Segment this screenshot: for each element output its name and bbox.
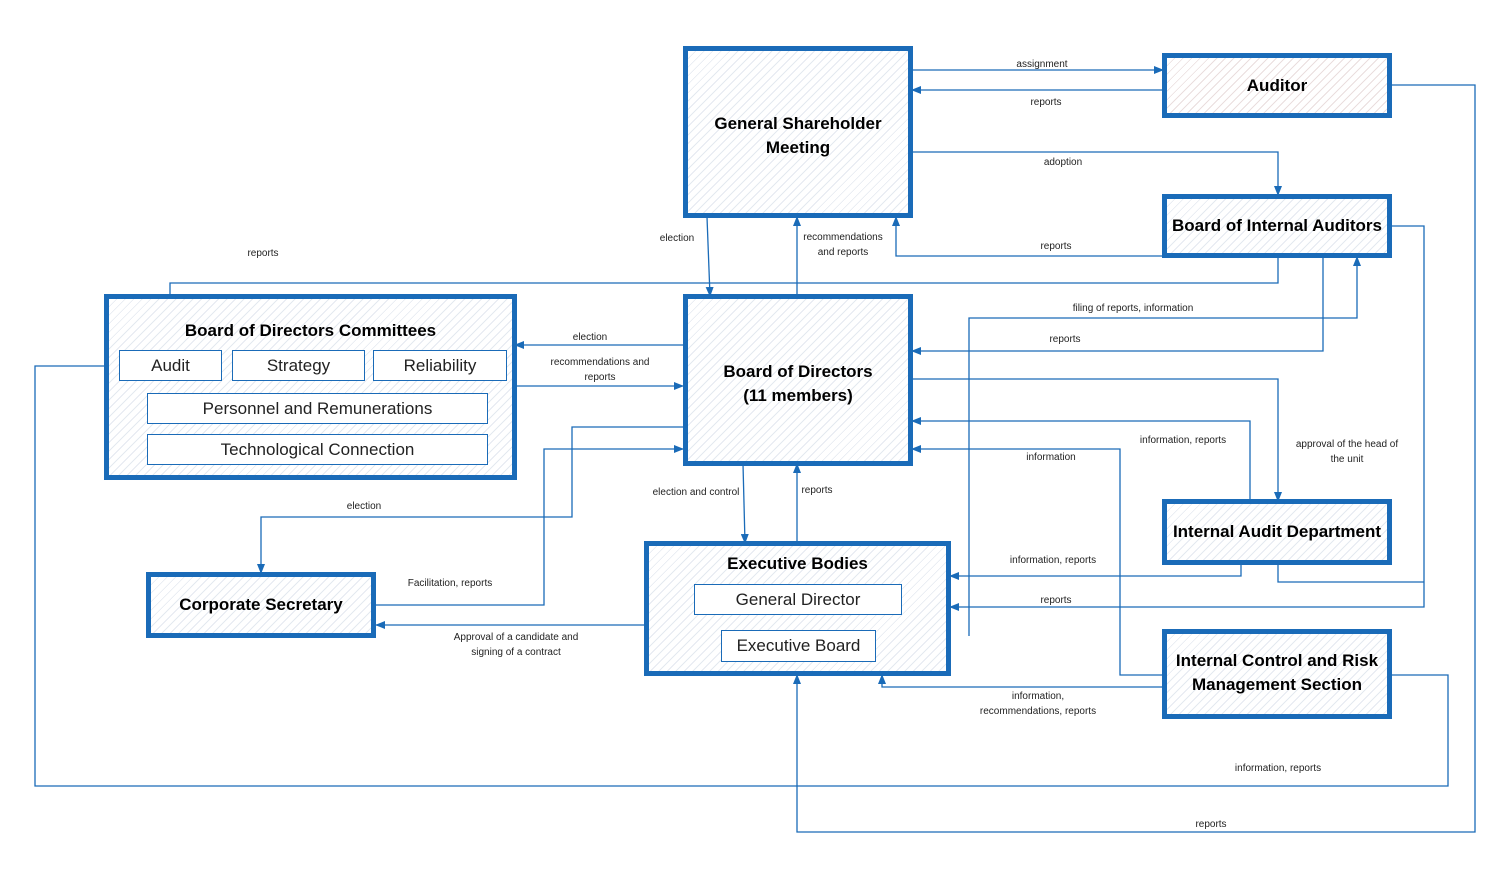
label-icrm-exec: information, recommendations, reports xyxy=(979,691,1097,717)
edge-loop-reports xyxy=(793,84,1476,833)
edge-iad-exec xyxy=(949,564,1242,580)
internal-control-risk-box: Internal Control and Risk Management Sec… xyxy=(1162,629,1392,719)
edge-gsm-election xyxy=(705,216,714,297)
executive-bodies-title: Executive Bodies xyxy=(727,554,868,573)
edge-bia-exec xyxy=(949,225,1425,611)
board-of-internal-auditors-title: Board of Internal Auditors xyxy=(1172,216,1382,235)
edge-adoption xyxy=(912,151,1282,196)
general-shareholder-meeting-title: General Shareholder Meeting xyxy=(714,114,882,157)
edge-facilitation xyxy=(376,445,684,606)
edge-loop-info xyxy=(34,362,1449,787)
committee-strategy: Strategy xyxy=(232,350,365,381)
label-auditor-reports: reports xyxy=(1030,97,1062,108)
committee-personnel: Personnel and Remunerations xyxy=(147,393,488,424)
label-election-control: election and control xyxy=(652,487,740,498)
label-gsm-election: election xyxy=(659,233,695,244)
label-facilitation: Facilitation, reports xyxy=(407,578,493,589)
edge-information xyxy=(911,445,1163,676)
general-shareholder-meeting-box: General Shareholder Meeting xyxy=(683,46,913,218)
label-recommendations: recommendations and reports xyxy=(803,232,883,258)
label-information: information xyxy=(1026,452,1076,463)
label-iad-exec-info: information, reports xyxy=(1009,555,1097,566)
label-filing: filing of reports, information xyxy=(1072,303,1194,314)
internal-audit-department-box: Internal Audit Department xyxy=(1162,499,1392,565)
committee-technological: Technological Connection xyxy=(147,434,488,465)
edge-iad-loop xyxy=(1277,564,1424,583)
label-assignment: assignment xyxy=(1016,59,1068,70)
edge-cs-election xyxy=(257,426,683,574)
general-director: General Director xyxy=(694,584,902,615)
edge-approval-head xyxy=(912,378,1282,502)
edge-bia-bod-reports xyxy=(911,257,1324,355)
label-bdc-bod-recommendations: recommendations and reports xyxy=(550,357,650,383)
label-information-reports: information, reports xyxy=(1139,435,1227,446)
auditor-box: Auditor xyxy=(1162,53,1392,118)
board-of-directors-title: Board of Directors (11 members) xyxy=(723,362,873,405)
corporate-secretary-title: Corporate Secretary xyxy=(179,595,343,614)
label-exec-reports: reports xyxy=(801,485,833,496)
board-of-directors-committees-title: Board of Directors Committees xyxy=(184,321,437,340)
auditor-title: Auditor xyxy=(1246,76,1308,95)
label-cs-election: election xyxy=(346,501,382,512)
edge-icrm-exec xyxy=(878,674,1163,688)
board-of-directors-box: Board of Directors (11 members) xyxy=(683,294,913,466)
internal-audit-department-title: Internal Audit Department xyxy=(1172,522,1382,541)
edge-bia-reports xyxy=(892,216,1163,257)
label-bia-bod-reports: reports xyxy=(1049,334,1081,345)
label-bia-reports: reports xyxy=(1040,241,1072,252)
edge-filing xyxy=(968,256,1361,636)
label-reports-to-audit: reports xyxy=(247,248,279,259)
label-approval-head: approval of the head of the unit xyxy=(1295,439,1399,465)
corporate-secretary-box: Corporate Secretary xyxy=(146,572,376,638)
edge-election-control xyxy=(740,463,749,544)
committee-audit: Audit xyxy=(119,350,222,381)
label-loop-reports: reports xyxy=(1195,819,1227,830)
label-bod-bdc-election: election xyxy=(572,332,608,343)
edge-iad-bod xyxy=(911,417,1251,501)
board-of-internal-auditors-box: Board of Internal Auditors xyxy=(1162,194,1392,258)
label-approval-candidate: Approval of a candidate and signing of a… xyxy=(453,632,579,658)
label-bia-exec-reports: reports xyxy=(1040,595,1072,606)
internal-control-risk-title: Internal Control and Risk Management Sec… xyxy=(1175,651,1379,694)
label-loop-info-reports: information, reports xyxy=(1234,763,1322,774)
committee-reliability: Reliability xyxy=(373,350,507,381)
executive-board: Executive Board xyxy=(721,630,876,662)
label-adoption: adoption xyxy=(1043,157,1083,168)
